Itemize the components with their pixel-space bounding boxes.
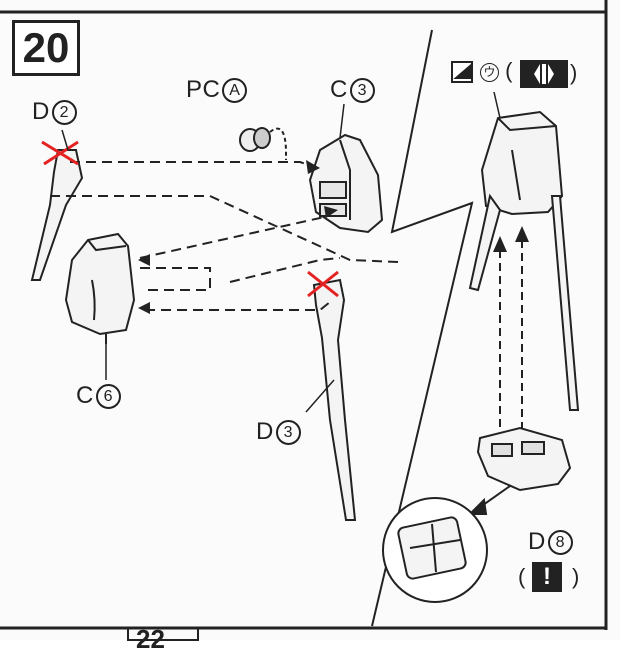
step-number: 20 [12,20,80,76]
caution-exclamation: ! [543,563,551,590]
assembled-stand-shape [468,110,580,411]
knife-icon [451,61,473,83]
assembly-diagram [0,0,608,641]
polycap-pca [239,127,287,160]
vertical-guides [499,240,523,430]
part-d2-shape [30,149,84,281]
cross-mark-d2-b [43,140,79,166]
label-d2-letter: D [32,98,50,125]
next-step-box [127,627,199,641]
cut-marks [41,140,339,298]
label-d8-letter: D [528,528,546,555]
double-sided-icon [520,60,568,88]
paren-open: ( [505,58,513,83]
caution-icon [532,562,562,592]
label-c6-number: 6 [95,384,121,410]
cross-mark-d3-b [307,270,339,298]
label-c6-letter: C [76,382,94,409]
label-pca-letter-circle: A [222,78,248,104]
detail-divider [371,29,474,627]
part-d3-shape [312,278,357,521]
label-c3-letter: C [330,76,348,103]
caution-paren-open: ( [518,564,526,589]
part-d8-shape [476,426,572,492]
label-c3-number: 3 [349,78,375,104]
vertical-arrowheads [493,226,529,252]
magnified-detail [382,485,511,603]
part-c6-shape [64,232,136,344]
katakana-circle: ウ [480,62,499,82]
caution-paren-close: ) [572,564,580,589]
leader-lines [61,91,501,413]
label-d8-number: 8 [547,530,573,556]
tool-hint-row: ウ ( [478,58,512,84]
label-d3-letter: D [256,418,274,445]
label-d2-number: 2 [51,100,77,126]
label-d3-number: 3 [275,420,301,446]
guide-arrowheads [138,160,338,314]
paren-close: ) [570,60,578,85]
label-pca-letter: PC [186,76,221,103]
next-step-number: 22 [136,624,165,654]
